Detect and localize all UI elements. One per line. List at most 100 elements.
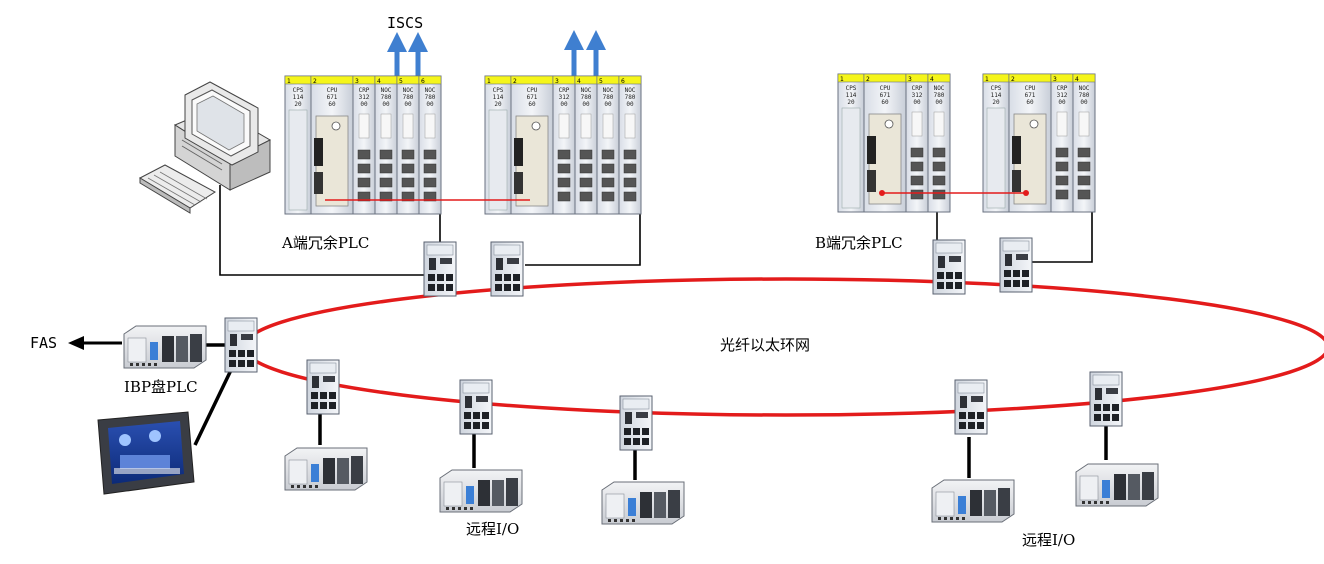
svg-text:CPS: CPS [846, 85, 857, 92]
svg-text:00: 00 [382, 101, 390, 108]
ethernet-switch-a1 [423, 241, 457, 297]
svg-text:3: 3 [355, 78, 359, 85]
ethernet-switch-remote-1 [306, 359, 340, 415]
svg-text:780: 780 [381, 94, 392, 101]
svg-text:CPU: CPU [880, 85, 891, 92]
svg-text:4: 4 [377, 78, 381, 85]
svg-text:NOC: NOC [425, 87, 436, 94]
svg-text:6: 6 [421, 78, 425, 85]
svg-text:780: 780 [1079, 92, 1090, 99]
svg-text:671: 671 [327, 94, 338, 101]
svg-text:114: 114 [293, 94, 304, 101]
svg-text:114: 114 [991, 92, 1002, 99]
ethernet-switch-remote-4 [954, 379, 988, 435]
svg-text:NOC: NOC [934, 85, 945, 92]
remote-io-unit-2 [439, 469, 523, 513]
workstation-pc-icon [138, 81, 272, 214]
ethernet-switch-a2 [490, 241, 524, 297]
svg-text:00: 00 [360, 101, 368, 108]
svg-text:60: 60 [881, 99, 889, 106]
svg-text:3: 3 [1053, 76, 1057, 83]
ethernet-switch-ibp [224, 317, 258, 373]
rack-a1: 1CPS114202CPU671603CRP312004NOC780005NOC… [284, 75, 442, 215]
svg-text:5: 5 [399, 78, 403, 85]
wire-pc-switch-a1 [219, 185, 425, 276]
svg-text:60: 60 [328, 101, 336, 108]
svg-text:1: 1 [287, 78, 291, 85]
svg-text:00: 00 [582, 101, 590, 108]
svg-text:00: 00 [626, 101, 634, 108]
svg-text:3: 3 [555, 78, 559, 85]
svg-text:312: 312 [912, 92, 923, 99]
svg-text:5: 5 [599, 78, 603, 85]
svg-text:2: 2 [313, 78, 317, 85]
svg-text:NOC: NOC [1079, 85, 1090, 92]
svg-text:1: 1 [985, 76, 989, 83]
svg-text:CRP: CRP [1057, 85, 1068, 92]
svg-text:20: 20 [992, 99, 1000, 106]
ibp-plc-unit [123, 325, 207, 369]
rack-a2: 1CPS114202CPU671603CRP312004NOC780005NOC… [484, 75, 642, 215]
ethernet-switch-remote-2 [459, 379, 493, 435]
svg-text:4: 4 [930, 76, 934, 83]
svg-text:780: 780 [603, 94, 614, 101]
svg-text:CPS: CPS [493, 87, 504, 94]
svg-text:00: 00 [426, 101, 434, 108]
svg-text:6: 6 [621, 78, 625, 85]
svg-text:CPU: CPU [327, 87, 338, 94]
svg-text:00: 00 [404, 101, 412, 108]
fiber-ring-label: 光纤以太环网 [720, 336, 810, 354]
wire-rack-a2-switch-a2 [525, 212, 641, 266]
svg-text:780: 780 [425, 94, 436, 101]
svg-text:312: 312 [359, 94, 370, 101]
svg-text:00: 00 [604, 101, 612, 108]
ethernet-switch-remote-5 [1089, 371, 1123, 427]
svg-text:2: 2 [1011, 76, 1015, 83]
wire-hmi-switch [193, 367, 234, 446]
remote-io-unit-5 [1075, 463, 1159, 507]
svg-text:00: 00 [1080, 99, 1088, 106]
remote-io-unit-4 [931, 479, 1015, 523]
svg-text:NOC: NOC [581, 87, 592, 94]
svg-text:00: 00 [560, 101, 568, 108]
svg-text:NOC: NOC [403, 87, 414, 94]
svg-text:671: 671 [1025, 92, 1036, 99]
svg-text:CPS: CPS [991, 85, 1002, 92]
svg-text:20: 20 [494, 101, 502, 108]
svg-text:00: 00 [913, 99, 921, 106]
svg-text:780: 780 [625, 94, 636, 101]
wire-rack-b2-switch-b2 [1032, 212, 1093, 263]
b-redundant-plc-label: B端冗余PLC [815, 234, 903, 252]
svg-text:114: 114 [493, 94, 504, 101]
remote-io-label-2: 远程I/O [1022, 531, 1075, 549]
svg-text:114: 114 [846, 92, 857, 99]
svg-text:NOC: NOC [603, 87, 614, 94]
hmi-touch-panel-icon [97, 411, 195, 495]
svg-text:00: 00 [1058, 99, 1066, 106]
ethernet-switch-b1 [932, 239, 966, 295]
svg-text:1: 1 [487, 78, 491, 85]
svg-text:00: 00 [935, 99, 943, 106]
remote-io-unit-1 [284, 447, 368, 491]
svg-text:671: 671 [527, 94, 538, 101]
thick-wires [193, 343, 1108, 480]
svg-text:CRP: CRP [559, 87, 570, 94]
remote-io-unit-3 [601, 481, 685, 525]
svg-text:NOC: NOC [625, 87, 636, 94]
svg-text:20: 20 [847, 99, 855, 106]
ethernet-switch-remote-3 [619, 395, 653, 451]
svg-text:CPU: CPU [527, 87, 538, 94]
svg-text:CRP: CRP [359, 87, 370, 94]
